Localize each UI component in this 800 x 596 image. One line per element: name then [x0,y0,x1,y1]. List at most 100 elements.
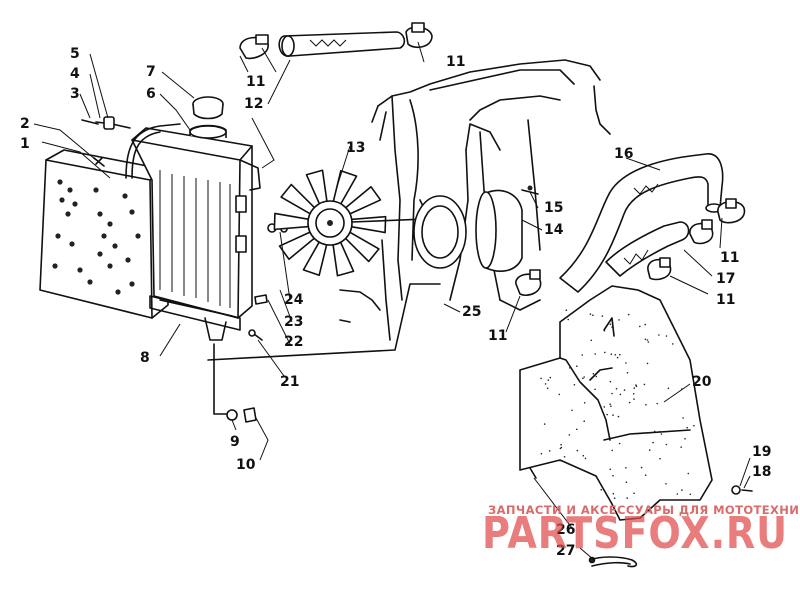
panel-stipple [643,383,646,386]
panel-stipple [644,474,647,477]
panel-stipple [549,376,552,379]
panel-stipple [559,459,561,462]
panel-stipple [595,375,598,378]
callout-6: 6 [146,86,156,102]
watermark: ЗАПЧАСТИ И АКСЕССУАРЫ ДЛЯ МОТОТЕХНИКИ PA… [482,503,800,559]
panel-stipple [652,441,654,444]
callout-19: 19 [752,444,771,460]
panel-stipple [628,401,631,404]
panel-stipple [583,420,585,423]
panel-stipple [658,430,661,433]
panel-stipple [603,406,606,408]
panel-stipple [625,467,627,469]
fan-housing [413,185,539,272]
cooling-fan [273,169,451,277]
callout-15: 15 [544,200,563,216]
callout-8: 8 [140,350,150,366]
callout-18: 18 [752,464,771,480]
panel-stipple [547,379,550,381]
callout-labels: 1 2 3 4 5 6 7 8 9 10 11 11 11 11 11 12 1… [20,46,771,559]
panel-stipple [618,442,621,445]
chassis-frame [339,59,611,341]
panel-stipple [672,343,674,345]
panel-stipple [594,353,596,355]
callout-20: 20 [692,374,712,390]
panel-stipple [566,316,568,318]
panel-stipple [665,483,667,485]
panel-stipple [633,398,635,400]
panel-stipple [647,341,650,343]
panel-stipple [543,423,546,425]
panel-stipple [644,323,646,326]
callout-11-lower-right: 11 [716,292,735,308]
panel-stipple [612,474,614,477]
panel-stipple [648,449,651,451]
lower-coolant-hoses [515,153,746,296]
panel-stipple [582,377,584,380]
callout-25: 25 [462,304,481,320]
panel-stipple [640,466,643,469]
panel-stipple [665,335,668,337]
radiator-cap [189,96,227,139]
leader-lines [33,41,751,561]
panel-stipple [648,432,650,434]
panel-stipple [601,315,604,317]
panel-stipple [646,362,649,365]
callout-13: 13 [346,140,365,156]
panel-stipple [684,438,686,440]
panel-stipple [676,493,679,495]
panel-stipple [610,405,612,408]
callout-3: 3 [70,86,80,102]
panel-stipple [563,456,566,458]
callout-2: 2 [20,116,30,132]
panel-stipple [558,393,561,396]
panel-stipple [627,313,630,316]
fan-blade [331,238,355,277]
panel-stipple [665,443,668,446]
panel-stipple [582,454,585,457]
panel-stipple [569,367,571,369]
panel-stipple [594,388,596,391]
callout-11-right: 11 [720,250,739,266]
panel-stipple [568,434,571,436]
fan-blade [343,230,380,263]
panel-stipple [619,353,621,356]
fan-blade [273,212,312,231]
panel-stipple [611,449,613,452]
callout-23: 23 [284,314,303,330]
callout-22: 22 [284,334,303,350]
panel-stipple [653,430,656,433]
callout-21: 21 [280,374,299,390]
callout-9: 9 [230,434,240,450]
panel-stipple [612,414,614,416]
panel-stipple [681,489,683,491]
panel-stipple [576,428,578,431]
panel-stipple [610,353,613,356]
panel-stipple [615,388,618,390]
panel-stipple [639,325,641,328]
panel-stipple [635,384,637,386]
panel-stipple [583,376,585,378]
panel-stipple [544,383,547,385]
panel-stipple [592,314,594,317]
fan-blade [343,186,382,216]
panel-stipple [645,404,647,406]
callout-24: 24 [284,292,304,308]
panel-stipple [689,493,692,496]
panel-stipple [540,452,543,455]
drain-plug [213,343,257,423]
panel-stipple [667,387,670,390]
callout-27: 27 [556,543,575,559]
panel-stipple [609,323,612,326]
panel-stipple [604,351,606,354]
callout-4: 4 [70,66,80,82]
panel-stipple [659,457,661,460]
fan-blade [278,230,317,260]
watermark-brand: PARTSFOX.RU [482,508,788,559]
panel-stipple [548,450,551,452]
callout-14: 14 [544,222,564,238]
panel-stipple [600,488,602,491]
panel-stipple [626,497,628,499]
panel-stipple [625,481,628,484]
